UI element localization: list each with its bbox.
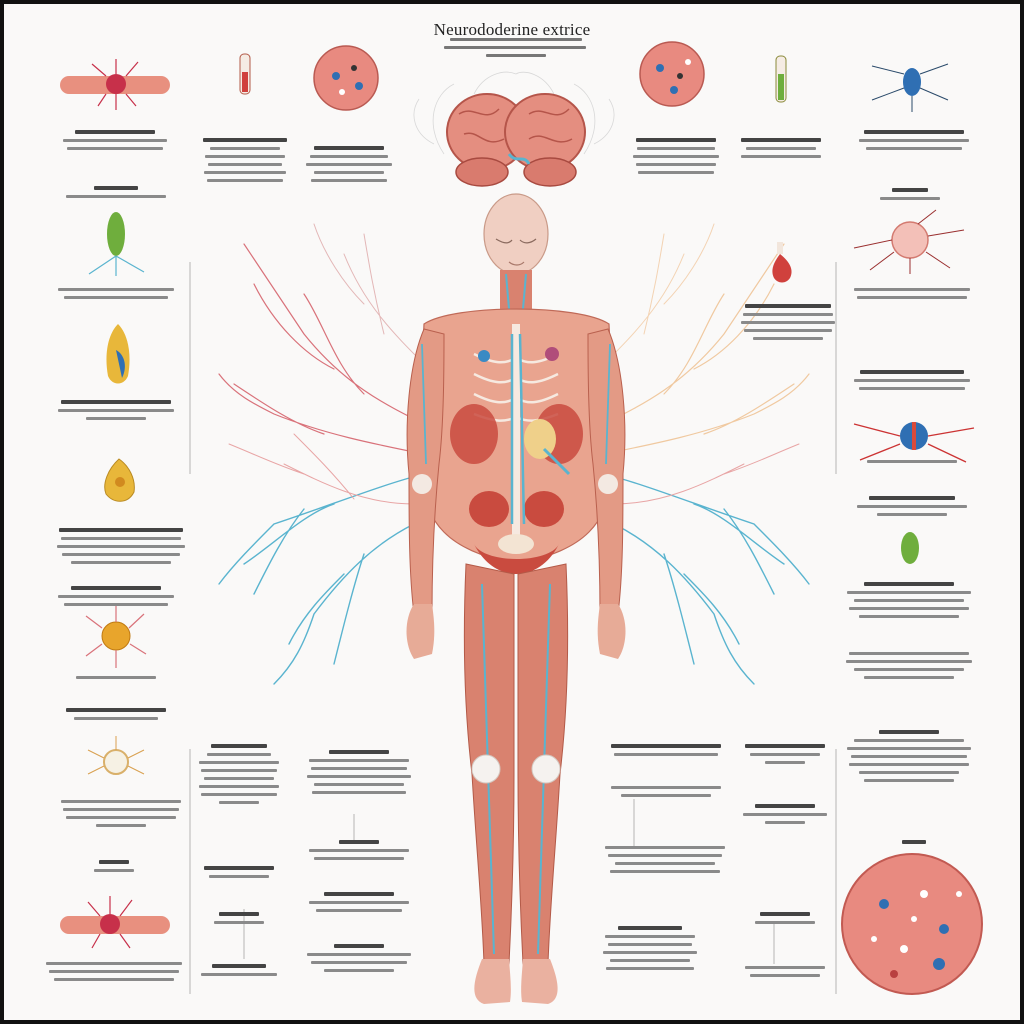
text-block (738, 304, 838, 345)
synapse-icon (853, 422, 975, 463)
text-block (844, 652, 974, 684)
text-block (600, 846, 730, 878)
text-block (60, 130, 170, 155)
subtitle-line (444, 46, 586, 49)
gland-icon (106, 324, 130, 384)
synapse-icon (853, 209, 965, 274)
text-block (304, 750, 414, 799)
text-block (850, 460, 974, 468)
test-tube-icon (775, 55, 787, 103)
text-block (56, 586, 176, 611)
test-tube-icon (239, 53, 251, 95)
subtitle-line (450, 38, 582, 41)
text-block (600, 926, 700, 975)
synapse-icon (85, 604, 147, 668)
gland-icon (88, 212, 145, 276)
nerve-tree-left (218, 223, 425, 685)
text-block (854, 130, 974, 155)
text-block (850, 370, 974, 395)
human-body-figure (406, 193, 626, 1004)
text-block (56, 676, 176, 684)
text-block (56, 800, 186, 832)
anatomy-poster: Neurododerine extrice (4, 4, 1020, 1020)
text-block (736, 138, 826, 163)
main-illustration (60, 41, 983, 1004)
gland-icon (901, 532, 919, 564)
text-block (604, 744, 728, 761)
synapse-icon (87, 736, 145, 775)
subtitle-line (486, 54, 546, 57)
text-block (740, 804, 830, 829)
text-block (84, 860, 144, 877)
text-block (304, 146, 394, 187)
text-block (56, 528, 186, 569)
neuron-icon (871, 63, 949, 112)
text-block (304, 892, 414, 917)
brain-halo (413, 71, 615, 155)
text-block (604, 786, 728, 802)
text-block (628, 138, 724, 179)
text-block (44, 962, 184, 986)
cell-cluster-icon (639, 41, 705, 107)
gland-icon (104, 458, 135, 502)
cell-cluster-icon (313, 45, 379, 111)
text-block (740, 744, 830, 769)
text-block (194, 744, 284, 809)
brain-icon (446, 93, 586, 187)
text-block (740, 912, 830, 929)
text-block (200, 138, 290, 187)
text-block (850, 288, 974, 304)
poster-title: Neurododerine extrice (433, 20, 591, 39)
tissue-disc-icon (841, 853, 983, 995)
text-block (56, 400, 176, 425)
text-block (194, 912, 284, 929)
text-block (864, 840, 964, 849)
droplet-icon (772, 242, 792, 283)
connector-lines (189, 262, 837, 994)
text-block (850, 188, 970, 205)
text-block (844, 730, 974, 787)
neuron-icon (60, 59, 170, 110)
text-block (194, 964, 284, 981)
text-block (304, 840, 414, 865)
text-block (740, 966, 830, 982)
text-block (194, 866, 284, 883)
text-block (850, 496, 974, 521)
nerve-tree-right (603, 223, 810, 685)
text-block (844, 582, 974, 623)
text-block (64, 186, 168, 203)
text-block (304, 944, 414, 977)
text-block (56, 708, 176, 725)
neuron-icon (60, 896, 170, 949)
text-block (56, 288, 176, 304)
